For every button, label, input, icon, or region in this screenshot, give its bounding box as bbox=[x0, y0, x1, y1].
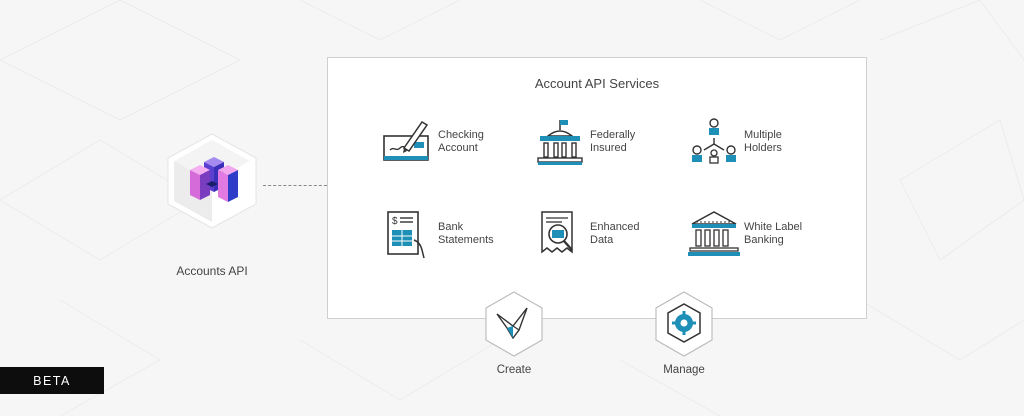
paper-crane-icon bbox=[496, 307, 528, 340]
service-line1: Checking bbox=[438, 129, 484, 141]
check-pen-icon bbox=[383, 120, 429, 161]
create-button[interactable] bbox=[483, 290, 545, 358]
service-white-label-banking[interactable]: White Label Banking bbox=[686, 206, 830, 262]
svg-text:$: $ bbox=[392, 216, 398, 227]
bank-building-flag-icon bbox=[537, 120, 583, 165]
service-line1: Multiple bbox=[744, 129, 782, 141]
service-line1: Federally bbox=[590, 129, 636, 141]
service-line2: Holders bbox=[744, 142, 782, 154]
service-enhanced-data[interactable]: Enhanced Data bbox=[532, 206, 676, 262]
panel-title: Account API Services bbox=[534, 76, 660, 91]
manage-button[interactable] bbox=[653, 290, 715, 358]
service-line1: White Label bbox=[744, 221, 803, 233]
service-line2: Insured bbox=[590, 142, 627, 154]
service-line1: Enhanced bbox=[590, 221, 640, 233]
services-panel: Account API Services Checking Account bbox=[327, 57, 867, 319]
bank-columns-icon bbox=[688, 211, 740, 256]
create-label: Create bbox=[496, 364, 532, 376]
accounts-api-tile[interactable] bbox=[162, 130, 262, 230]
cube-stack-icon bbox=[167, 133, 257, 229]
people-hierarchy-icon bbox=[692, 118, 736, 164]
service-line2: Statements bbox=[438, 234, 494, 246]
service-line2: Data bbox=[590, 234, 614, 246]
manage-label: Manage bbox=[663, 364, 705, 376]
receipt-magnifier-icon bbox=[541, 211, 573, 254]
service-multiple-holders[interactable]: Multiple Holders bbox=[686, 114, 830, 170]
service-line2: Banking bbox=[744, 234, 784, 246]
service-line2: Account bbox=[438, 142, 478, 154]
service-bank-statements[interactable]: $ Bank Statements bbox=[380, 206, 524, 262]
statement-document-icon: $ bbox=[387, 211, 425, 259]
beta-badge: BETA bbox=[0, 367, 104, 394]
service-checking-account[interactable]: Checking Account bbox=[380, 114, 524, 170]
dashed-connector bbox=[263, 185, 327, 186]
service-line1: Bank bbox=[438, 221, 464, 233]
service-federally-insured[interactable]: Federally Insured bbox=[532, 114, 676, 170]
accounts-api-label: Accounts API bbox=[176, 264, 248, 278]
gear-cube-icon bbox=[667, 303, 701, 343]
